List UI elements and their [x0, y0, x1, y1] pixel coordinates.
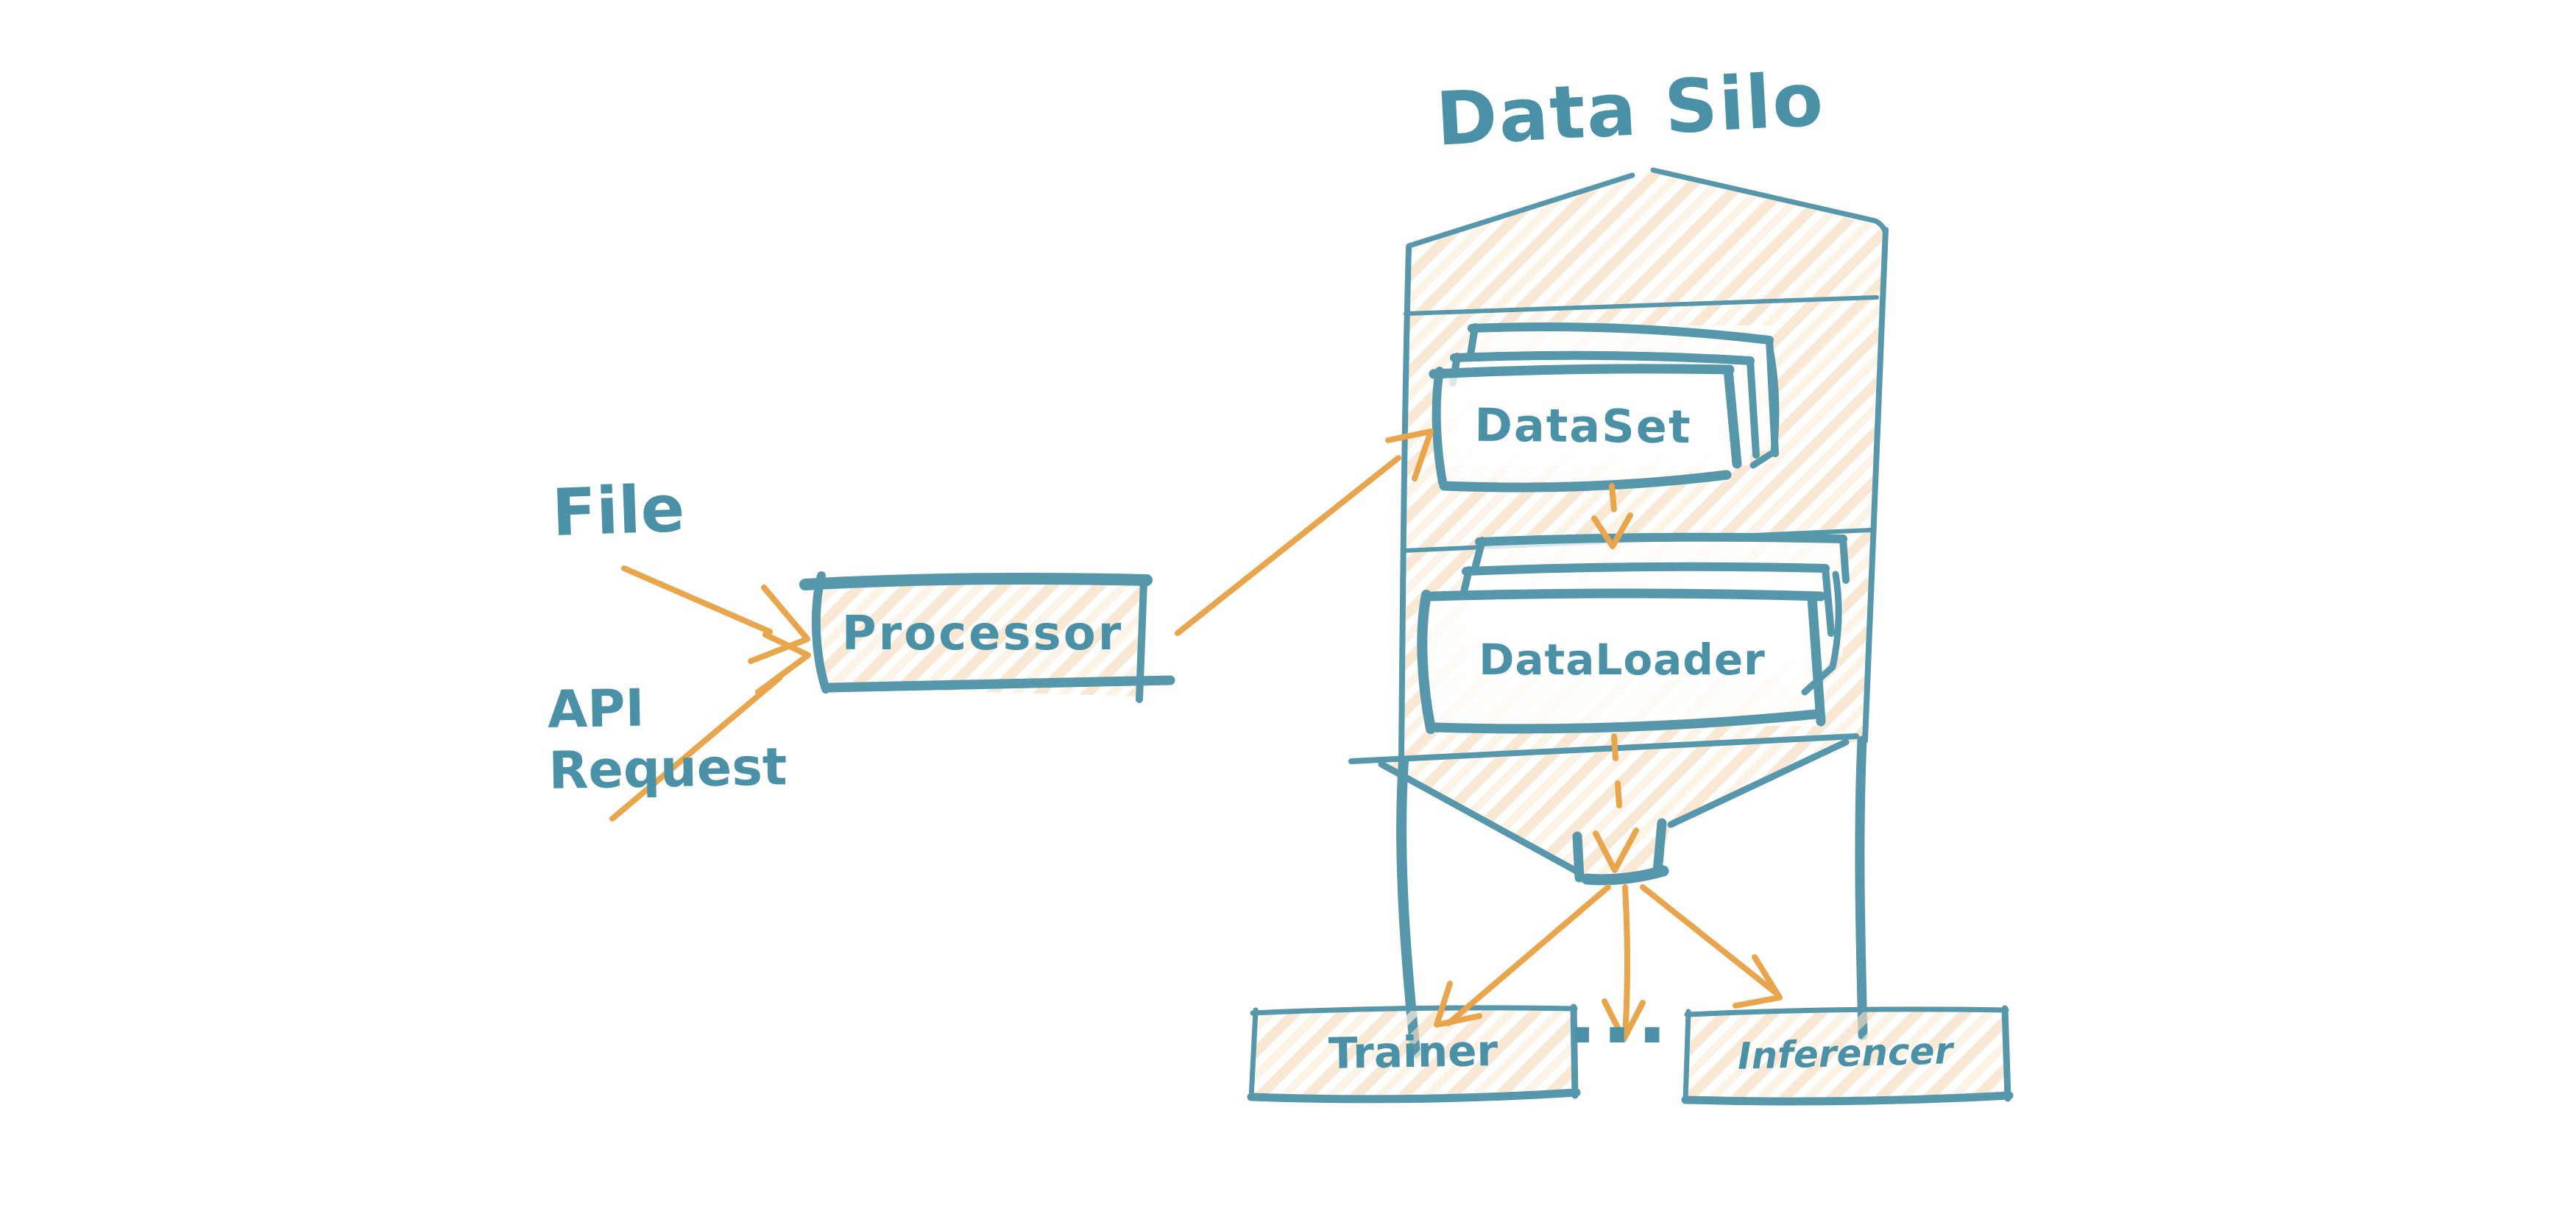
- silo-wall-left: [1398, 244, 1412, 762]
- processor-box-top: [799, 573, 1153, 590]
- silo-roof-left: [1406, 172, 1635, 249]
- silo-leg-right: [1855, 735, 1868, 1040]
- trainer-box: [1247, 1003, 1581, 1104]
- dataset-box-mid: [1450, 350, 1755, 365]
- file-arrowhead-icon: [748, 585, 810, 664]
- trainer-arrowhead-icon: [1434, 981, 1482, 1028]
- trainer-arrow-shaft: [1446, 884, 1611, 1026]
- dataloader-box-mid-right: [1822, 565, 1835, 637]
- silo-body-hatch: [1381, 172, 1886, 878]
- api-arrowhead-icon: [755, 632, 811, 695]
- dataloader-box-front-top: [1427, 588, 1826, 601]
- processor-box-left: [811, 571, 830, 694]
- ellipsis-label: ...: [1566, 967, 1672, 1062]
- silo-funnel-left: [1378, 761, 1584, 877]
- dataset-stack-flap: [1749, 341, 1780, 469]
- dataloader-box-back-left: [1471, 537, 1486, 572]
- middle-arrowhead-icon: [1602, 998, 1646, 1042]
- trainer-label: Trainer: [1328, 1025, 1498, 1079]
- dataloader-dash-2: [1615, 780, 1622, 808]
- edge-dataloader-to-outlet: [1593, 733, 1639, 873]
- silo-outline: [1348, 167, 1889, 1058]
- inferencer-box-left: [1682, 1009, 1691, 1103]
- dataloader-box-back: [1475, 532, 1847, 546]
- trainer-box-fill: [1252, 1009, 1575, 1097]
- edge-outlet-to-ellipsis: [1602, 884, 1646, 1042]
- edge-processor-to-dataset: [1175, 428, 1434, 636]
- dataset-stack: [1429, 322, 1780, 493]
- trainer-box-left: [1248, 1007, 1259, 1101]
- processor-label: Processor: [841, 607, 1124, 661]
- silo-spout-bottom: [1581, 865, 1669, 886]
- dataloader-dash-1: [1611, 733, 1618, 761]
- dataset-box-front-right: [1723, 364, 1742, 469]
- processor-box-bottom: [825, 675, 1175, 693]
- silo-funnel-right: [1667, 738, 1850, 828]
- inferencer-box-fill: [1685, 1010, 2008, 1098]
- trainer-box-top: [1250, 1005, 1578, 1016]
- file-label: File: [551, 470, 686, 551]
- inferencer-box-right: [2001, 1005, 2011, 1102]
- processor-arrow-shaft: [1175, 455, 1401, 636]
- dataloader-arrowhead-icon: [1593, 828, 1639, 873]
- silo-section-divider-3: [1348, 733, 1859, 764]
- api-request-line-2: Request: [548, 735, 788, 801]
- inferencer-label: Inferencer: [1737, 1029, 1953, 1078]
- inferencer-box-top: [1684, 1006, 2009, 1017]
- silo-spout-left-wall: [1572, 831, 1585, 883]
- processor-box: [799, 571, 1175, 703]
- dataloader-box-front-left: [1417, 590, 1436, 734]
- dataloader-box-front-bottom: [1430, 709, 1822, 734]
- edge-file-to-processor: [621, 565, 810, 664]
- middle-arrow-shaft: [1622, 884, 1630, 1040]
- dataset-box-front-top: [1429, 364, 1735, 379]
- inferencer-arrowhead-icon: [1733, 954, 1783, 1009]
- silo-spout-right-wall: [1652, 818, 1667, 877]
- inferencer-box: [1681, 1005, 2014, 1106]
- dataloader-box-back-right: [1839, 535, 1850, 584]
- dataloader-label: DataLoader: [1479, 635, 1766, 685]
- edge-dataset-to-dataloader: [1591, 483, 1633, 549]
- dataloader-box-front-right: [1807, 593, 1826, 727]
- api-request-line-1: API: [547, 677, 645, 740]
- dataset-box-back-left: [1467, 323, 1479, 359]
- silo-wall-right: [1862, 227, 1889, 744]
- edge-outlet-to-inferencer: [1640, 884, 1783, 1009]
- silo-title: Data Silo: [1434, 55, 1827, 163]
- dataloader-stack-flap: [1801, 571, 1842, 696]
- dataloader-stack: [1417, 532, 1850, 734]
- dataloader-box-front-fill: [1423, 593, 1821, 726]
- dataset-label: DataSet: [1474, 398, 1692, 454]
- inferencer-box-bottom: [1681, 1091, 2014, 1106]
- silo-section-divider-1: [1404, 295, 1879, 316]
- file-arrow-shaft: [621, 565, 773, 635]
- edge-outlet-to-trainer: [1434, 884, 1611, 1028]
- dataset-box-front-left: [1432, 367, 1447, 487]
- dataset-arrowhead-icon: [1591, 512, 1633, 549]
- dataset-box-mid-right: [1747, 357, 1760, 459]
- dataset-box-front-bottom: [1439, 470, 1732, 493]
- dataset-box-back: [1468, 322, 1774, 345]
- api-request-label: API Request: [547, 675, 792, 827]
- dataloader-box-mid: [1462, 562, 1830, 576]
- processor-box-fill: [817, 576, 1145, 696]
- edge-api-request-to-processor: [609, 632, 811, 822]
- api-arrow-shaft: [609, 674, 783, 822]
- dataset-dashed-shaft: [1609, 483, 1618, 521]
- trainer-box-bottom: [1247, 1088, 1581, 1104]
- processor-arrowhead-icon: [1385, 428, 1434, 481]
- inferencer-arrow-shaft: [1640, 884, 1778, 995]
- trainer-box-right: [1570, 1003, 1579, 1099]
- dataset-box-front-fill: [1437, 370, 1730, 481]
